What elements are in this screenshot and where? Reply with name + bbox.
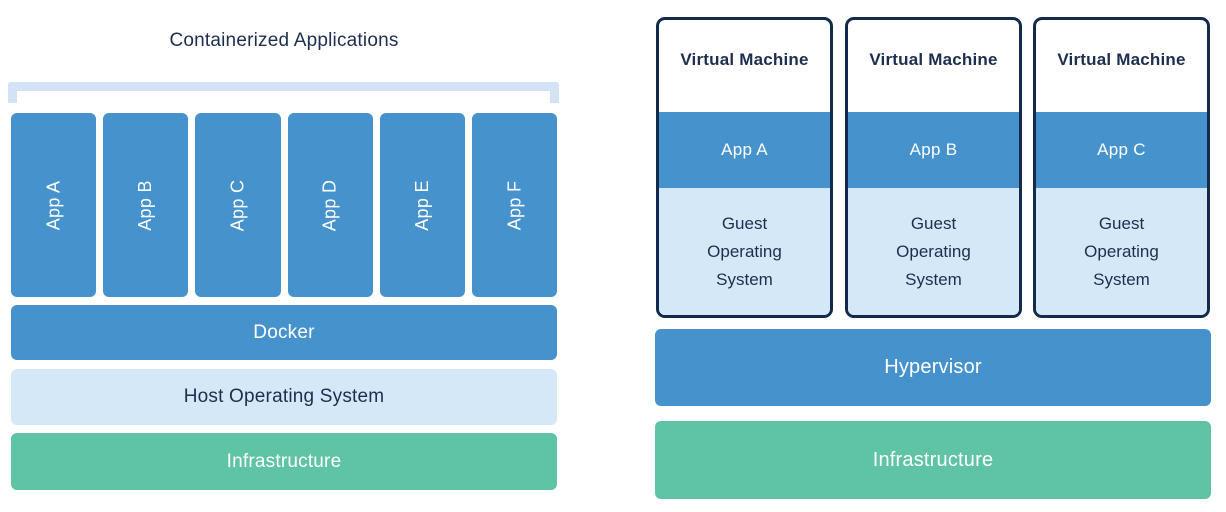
containerized-apps-title: Containerized Applications bbox=[169, 30, 399, 51]
host-os-layer: Host Operating System bbox=[11, 369, 557, 425]
docker-layer: Docker bbox=[11, 305, 557, 360]
container-app-d-label: App D bbox=[319, 179, 340, 231]
container-app-e-label: App E bbox=[411, 179, 432, 231]
container-app-f: App F bbox=[471, 113, 558, 297]
hypervisor-layer: Hypervisor bbox=[655, 329, 1211, 406]
vm-box-1: Virtual Machine App A Guest Operating Sy… bbox=[656, 17, 833, 318]
vm-box-3: Virtual Machine App C Guest Operating Sy… bbox=[1033, 17, 1210, 318]
infrastructure-layer-left: Infrastructure bbox=[11, 433, 557, 490]
container-app-f-label: App F bbox=[503, 180, 524, 230]
container-apps-row: App A App B App C App D App E App F bbox=[11, 113, 558, 297]
infrastructure-layer-right: Infrastructure bbox=[655, 421, 1211, 499]
container-app-b: App B bbox=[103, 113, 189, 297]
vm-box-2: Virtual Machine App B Guest Operating Sy… bbox=[845, 17, 1022, 318]
vm-2-title: Virtual Machine bbox=[869, 49, 998, 69]
container-app-d: App D bbox=[287, 113, 373, 297]
vm-2-guest-os: Guest Operating System bbox=[848, 188, 1019, 315]
vm-1-title: Virtual Machine bbox=[680, 49, 809, 69]
vm-1-guest-os: Guest Operating System bbox=[659, 188, 830, 315]
container-app-c: App C bbox=[195, 113, 281, 297]
vm-3-guest-os: Guest Operating System bbox=[1036, 188, 1207, 315]
vm-2-app: App B bbox=[848, 112, 1019, 188]
container-app-e: App E bbox=[379, 113, 465, 297]
vm-3-app: App C bbox=[1036, 112, 1207, 188]
container-app-c-label: App C bbox=[227, 179, 248, 231]
container-app-a: App A bbox=[11, 113, 97, 297]
vm-1-app: App A bbox=[659, 112, 830, 188]
vm-3-title: Virtual Machine bbox=[1057, 49, 1186, 69]
container-app-a-label: App A bbox=[43, 180, 64, 230]
container-app-b-label: App B bbox=[135, 179, 156, 231]
apps-group-bracket bbox=[8, 82, 559, 103]
